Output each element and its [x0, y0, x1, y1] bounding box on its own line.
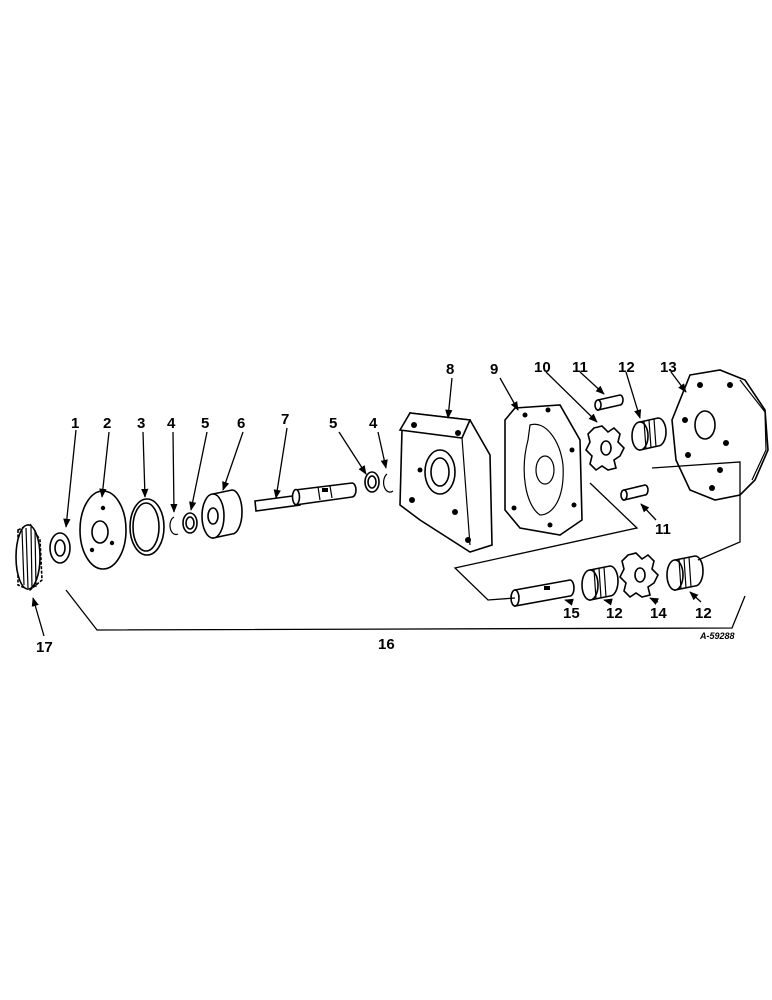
- part-12-roller-bearing-lower-left: [581, 565, 619, 601]
- callout-8: 8: [446, 361, 454, 378]
- callout-2: 2: [103, 415, 111, 432]
- callout-5-left: 5: [201, 415, 209, 432]
- callout-13: 13: [660, 359, 677, 376]
- callout-9: 9: [490, 361, 498, 378]
- part-14-gear-lower: [619, 552, 659, 599]
- part-4-snap-ring-right: [382, 473, 394, 493]
- part-15-driven-shaft: [510, 579, 575, 607]
- assembly-lines: [453, 461, 741, 601]
- part-6-bearing: [201, 489, 243, 539]
- part-13-end-cover: [671, 369, 769, 501]
- part-1-washer: [49, 532, 71, 564]
- callout-10: 10: [534, 359, 551, 376]
- part-8-pump-body: [398, 412, 493, 553]
- callout-11-upper: 11: [572, 359, 588, 376]
- part-3-o-ring: [129, 498, 165, 556]
- part-9-gear-plate: [504, 404, 583, 536]
- callout-4-left: 4: [167, 415, 176, 432]
- callout-6: 6: [237, 415, 245, 432]
- callout-12-lower-right: 12: [695, 605, 712, 622]
- callout-labels: 1 2 3 4 5 6 7 5 4 8 9 10 11 12 13 11 15 …: [36, 359, 735, 656]
- callout-4-right: 4: [369, 415, 378, 432]
- part-4-snap-ring-left: [169, 516, 179, 536]
- part-5-washer-left: [182, 512, 198, 534]
- part-5-washer-right: [364, 471, 380, 493]
- part-7-drive-shaft: [254, 482, 357, 512]
- callout-1: 1: [71, 415, 79, 432]
- figure-code: A-59288: [699, 631, 735, 641]
- callout-11-lower: 11: [655, 521, 671, 538]
- callout-15: 15: [563, 605, 580, 622]
- callout-7: 7: [281, 411, 289, 428]
- part-17-drive-gear: [15, 522, 43, 591]
- part-2-flange-plate: [79, 490, 127, 570]
- part-10-gear-upper: [585, 425, 625, 472]
- part-12-roller-bearing-upper: [631, 417, 667, 451]
- callout-12-lower-left: 12: [606, 605, 623, 622]
- part-11-dowel-pin-upper: [594, 394, 624, 412]
- callout-17: 17: [36, 639, 53, 656]
- callout-3: 3: [137, 415, 145, 432]
- callout-16: 16: [378, 636, 395, 653]
- callout-5-right: 5: [329, 415, 337, 432]
- callout-14: 14: [650, 605, 667, 622]
- part-11-dowel-pin-lower: [620, 484, 649, 502]
- assembly-bracket-16: [65, 589, 746, 631]
- part-12-roller-bearing-lower-right: [666, 555, 704, 591]
- callout-leaders: [31, 371, 702, 637]
- callout-12-upper: 12: [618, 359, 635, 376]
